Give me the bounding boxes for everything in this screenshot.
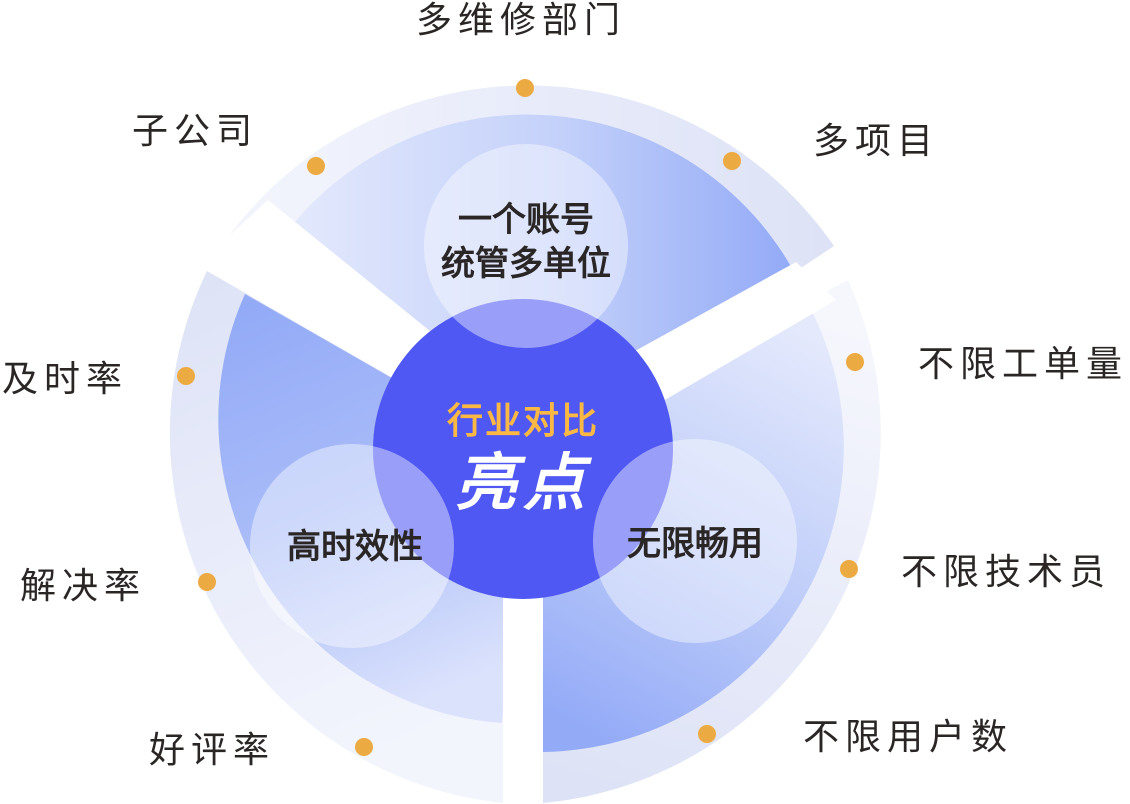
outer-label-resolution: 解决率 <box>20 566 147 607</box>
feature-circle-left <box>250 444 454 648</box>
dot-icon <box>846 353 864 371</box>
outer-label-timeliness: 及时率 <box>2 359 129 400</box>
dot-icon <box>516 79 534 97</box>
feature-label-top-line2: 统管多单位 <box>441 244 611 285</box>
feature-label-top: 一个账号 统管多单位 <box>416 198 636 286</box>
center-circle <box>373 299 673 599</box>
sector-left-inner <box>218 294 523 723</box>
dot-icon <box>307 157 325 175</box>
outer-label-maintenance-depts: 多维修部门 <box>416 0 627 41</box>
dot-icon <box>840 560 858 578</box>
feature-label-left: 高时效性 <box>287 527 423 567</box>
outer-label-unlimited-techs: 不限技术员 <box>901 552 1112 593</box>
feature-label-top-line1: 一个账号 <box>458 200 594 240</box>
dot-icon <box>698 725 716 743</box>
sector-top <box>229 85 834 454</box>
outer-label-subsidiary: 子公司 <box>132 111 259 152</box>
outer-label-unlimited-orders: 不限工单量 <box>918 344 1129 385</box>
center-title: 行业对比 <box>446 401 599 442</box>
outer-label-multi-project: 多项目 <box>813 121 940 162</box>
sector-top-inner <box>266 114 793 454</box>
feature-circle-right <box>593 439 797 643</box>
outer-label-unlimited-users: 不限用户数 <box>803 717 1014 758</box>
dot-icon <box>198 573 216 591</box>
dot-icon <box>355 738 373 756</box>
dot-icon <box>723 152 741 170</box>
outer-label-rating: 好评率 <box>149 730 276 771</box>
feature-circle-top <box>424 144 628 348</box>
center-main-text: 亮点 <box>454 446 591 519</box>
feature-label-right: 无限畅用 <box>627 524 763 564</box>
dot-icon <box>177 367 195 385</box>
